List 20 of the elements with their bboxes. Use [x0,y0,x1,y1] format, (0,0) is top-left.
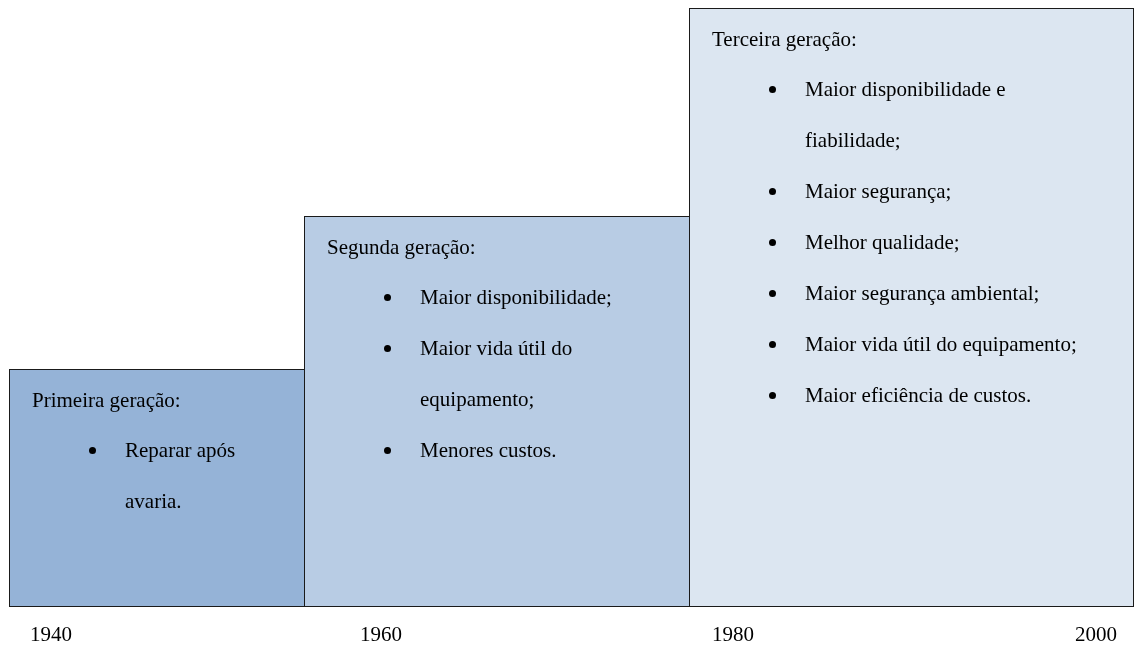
generation-heading: Segunda geração: [327,234,476,260]
generation-box [9,369,305,607]
bullet-text: Maior eficiência de custos. [805,382,1033,409]
bullet-text: Reparar após avaria. [125,437,237,515]
bullet-text: Menores custos. [420,437,558,464]
generation-heading: Primeira geração: [32,387,181,413]
bullet-text: Maior segurança ambiental; [805,280,1041,307]
bullet-text: Maior segurança; [805,178,953,205]
year-label: 1940 [30,622,72,647]
generation-box [689,8,1134,607]
bullet-text: Maior vida útil do equipamento; [420,335,574,413]
generation-heading: Terceira geração: [712,26,857,52]
year-label: 2000 [1075,622,1117,647]
bullet-text: Maior disponibilidade e fiabilidade; [805,76,1007,154]
year-label: 1960 [360,622,402,647]
bullet-text: Maior vida útil do equipamento; [805,331,1078,358]
year-label: 1980 [712,622,754,647]
bullet-text: Maior disponibilidade; [420,284,613,311]
generation-box [304,216,690,607]
bullet-text: Melhor qualidade; [805,229,961,256]
